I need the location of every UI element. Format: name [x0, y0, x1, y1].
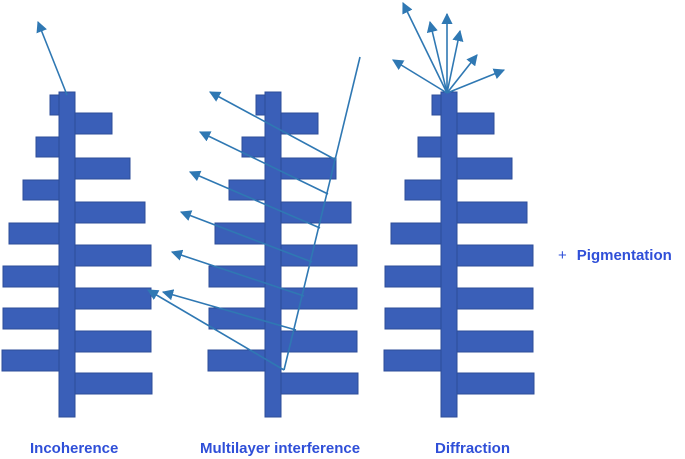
multilayer-right-barb-7 — [272, 372, 359, 395]
multilayer-interference-label: Multilayer interference — [200, 440, 361, 457]
multilayer-reflected-ray-arrow-2 — [198, 131, 329, 195]
multilayer-left-barb-7 — [207, 349, 274, 372]
diffraction-right-barb-7 — [448, 372, 535, 395]
diffraction-left-barb-5 — [384, 265, 450, 288]
pigmentation-text: Pigmentation — [576, 247, 672, 264]
incoherence-stem — [58, 91, 76, 418]
diffraction-label: Diffraction — [435, 440, 510, 457]
incoherence-left-barb-7 — [1, 349, 68, 372]
multilayer-left-barb-5 — [208, 265, 274, 288]
incoherence-right-barb-2 — [66, 157, 131, 180]
incoherence-left-barb-6 — [2, 307, 68, 330]
diffraction-right-barb-5 — [448, 287, 534, 310]
incoherence-left-barb-4 — [8, 222, 68, 245]
diffraction-right-barb-2 — [448, 157, 513, 180]
multilayer-reflected-ray-arrow-3 — [188, 170, 321, 229]
multilayer-right-barb-2 — [272, 157, 337, 180]
diffraction-left-barb-4 — [390, 222, 450, 245]
multilayer-structure — [207, 91, 359, 418]
diffraction-ray-arrow-7 — [446, 68, 506, 94]
multilayer-reflected-ray-arrow-5 — [170, 249, 305, 297]
multilayer-left-barb-4 — [214, 222, 274, 245]
diffraction-structure — [383, 91, 535, 418]
incoherence-right-barb-3 — [66, 201, 146, 224]
incoherence-ray-arrow — [36, 20, 68, 96]
diffraction-right-barb-3 — [448, 201, 528, 224]
multilayer-incident-ray — [283, 56, 361, 371]
multilayer-reflected-ray-arrow-1 — [209, 91, 337, 161]
pigmentation-label: + Pigmentation — [558, 247, 672, 264]
diffraction-ray-arrow-3 — [426, 20, 448, 94]
diffraction-ray-arrow-5 — [446, 29, 464, 94]
diffraction-right-barb-4 — [448, 244, 534, 267]
incoherence-structure — [1, 91, 153, 418]
incoherence-right-barb-4 — [66, 244, 152, 267]
diffraction-ray-arrow-1 — [402, 1, 448, 94]
incoherence-right-barb-7 — [66, 372, 153, 395]
multilayer-left-barb-6 — [208, 307, 274, 330]
multilayer-reflected-ray-arrow-7 — [147, 289, 285, 371]
multilayer-reflected-ray-arrow-6 — [161, 289, 297, 331]
diffraction-stem — [440, 91, 458, 418]
diffraction-right-barb-6 — [448, 330, 534, 353]
diffraction-ray-arrow-6 — [446, 54, 478, 94]
multilayer-stem — [264, 91, 282, 418]
multilayer-right-barb-5 — [272, 287, 358, 310]
incoherence-right-barb-6 — [66, 330, 152, 353]
multilayer-reflected-ray-arrow-4 — [179, 210, 313, 263]
incoherence-label: Incoherence — [30, 440, 119, 457]
diffraction-left-barb-7 — [383, 349, 450, 372]
diffraction-left-barb-6 — [384, 307, 450, 330]
multilayer-right-barb-6 — [272, 330, 358, 353]
diffraction-ray-arrow-2 — [392, 59, 448, 94]
multilayer-right-barb-4 — [272, 244, 358, 267]
incoherence-right-barb-5 — [66, 287, 152, 310]
incoherence-left-barb-5 — [2, 265, 68, 288]
plus-sign: + — [558, 247, 567, 264]
